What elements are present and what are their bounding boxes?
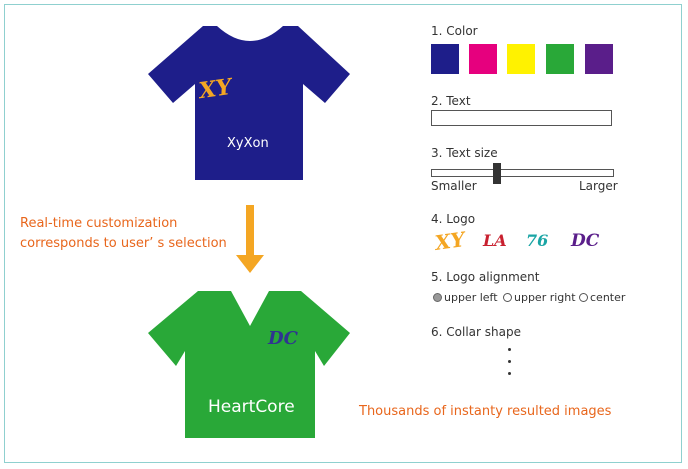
color-swatch-magenta[interactable] (469, 44, 497, 74)
tshirt-body (148, 26, 350, 180)
tshirt-preview-top (148, 26, 350, 180)
radio-label-upper-left: upper left (444, 291, 498, 304)
color-section-title: 1. Color (431, 24, 478, 38)
diagram-frame (4, 4, 682, 463)
color-swatch-yellow[interactable] (507, 44, 535, 74)
annotation-line-1: Real-time customization (20, 216, 178, 231)
shirt-text: XyXon (227, 136, 269, 151)
ellipsis-dot (508, 372, 511, 375)
text-size-slider-track[interactable] (431, 169, 614, 177)
shirt-text: HeartCore (208, 397, 295, 417)
text-section-title: 2. Text (431, 94, 471, 108)
logo-section-title: 4. Logo (431, 212, 476, 226)
text-size-slider-thumb[interactable] (493, 163, 501, 184)
radio-upper-left[interactable] (433, 293, 442, 302)
radio-label-center: center (590, 291, 626, 304)
text-size-section-title: 3. Text size (431, 146, 498, 160)
radio-label-upper-right: upper right (514, 291, 576, 304)
logo-option-xy[interactable]: XY (433, 227, 467, 255)
down-arrow-icon (236, 205, 264, 273)
tshirt-body (148, 291, 350, 438)
radio-center[interactable] (579, 293, 588, 302)
ellipsis-dot (508, 360, 511, 363)
text-size-min-label: Smaller (431, 179, 477, 193)
logo-option-la[interactable]: LA (483, 231, 507, 250)
text-input[interactable] (431, 110, 612, 126)
logo-option-76[interactable]: 76 (526, 231, 549, 250)
logo-option-dc[interactable]: DC (571, 231, 600, 251)
ellipsis-dot (508, 348, 511, 351)
color-swatch-purple[interactable] (585, 44, 613, 74)
annotation-line-2: corresponds to user’ s selection (20, 236, 227, 251)
color-swatch-navy[interactable] (431, 44, 459, 74)
color-swatch-green[interactable] (546, 44, 574, 74)
shirt-logo-xy: XY (197, 73, 234, 105)
text-size-max-label: Larger (579, 179, 618, 193)
results-caption: Thousands of instanty resulted images (359, 404, 612, 419)
collar-section-title: 6. Collar shape (431, 325, 521, 339)
tshirt-preview-bottom (148, 291, 350, 438)
logo-alignment-section-title: 5. Logo alignment (431, 270, 540, 284)
radio-upper-right[interactable] (503, 293, 512, 302)
shirt-logo-dc: DC (268, 328, 298, 349)
